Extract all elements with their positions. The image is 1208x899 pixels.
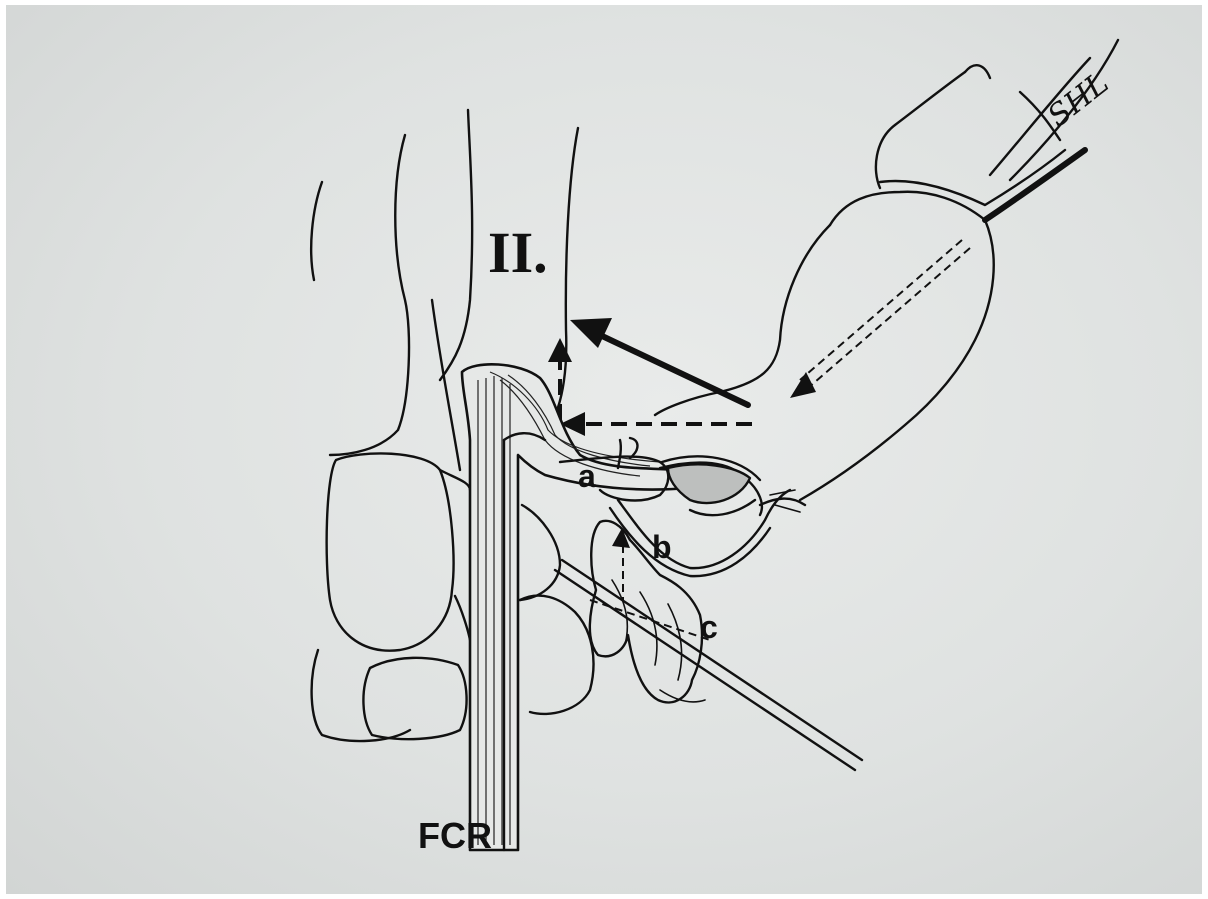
carpal-bone-lower [363, 658, 466, 739]
label-c: c [700, 609, 718, 645]
label-metacarpal-ii: II. [488, 220, 548, 285]
label-a: a [578, 458, 596, 494]
carpal-bone-lower-left [312, 650, 410, 741]
force-arrow-solid [570, 318, 748, 405]
traction-arrowhead [790, 372, 816, 398]
artist-signature: SHL [1041, 66, 1115, 135]
force-arrowhead [570, 318, 612, 348]
carpal-bone-upper [327, 453, 454, 650]
label-fcr: FCR [418, 815, 492, 856]
fcr-tendon [462, 364, 690, 850]
trapezium-stippled [668, 464, 750, 503]
carpal-bone-right [520, 596, 594, 714]
tendon-strip-loop [560, 438, 805, 576]
component-arrows [548, 338, 752, 436]
label-b: b [652, 529, 672, 565]
traction-arrow-dashed [790, 240, 970, 398]
coiled-strip [555, 521, 862, 770]
